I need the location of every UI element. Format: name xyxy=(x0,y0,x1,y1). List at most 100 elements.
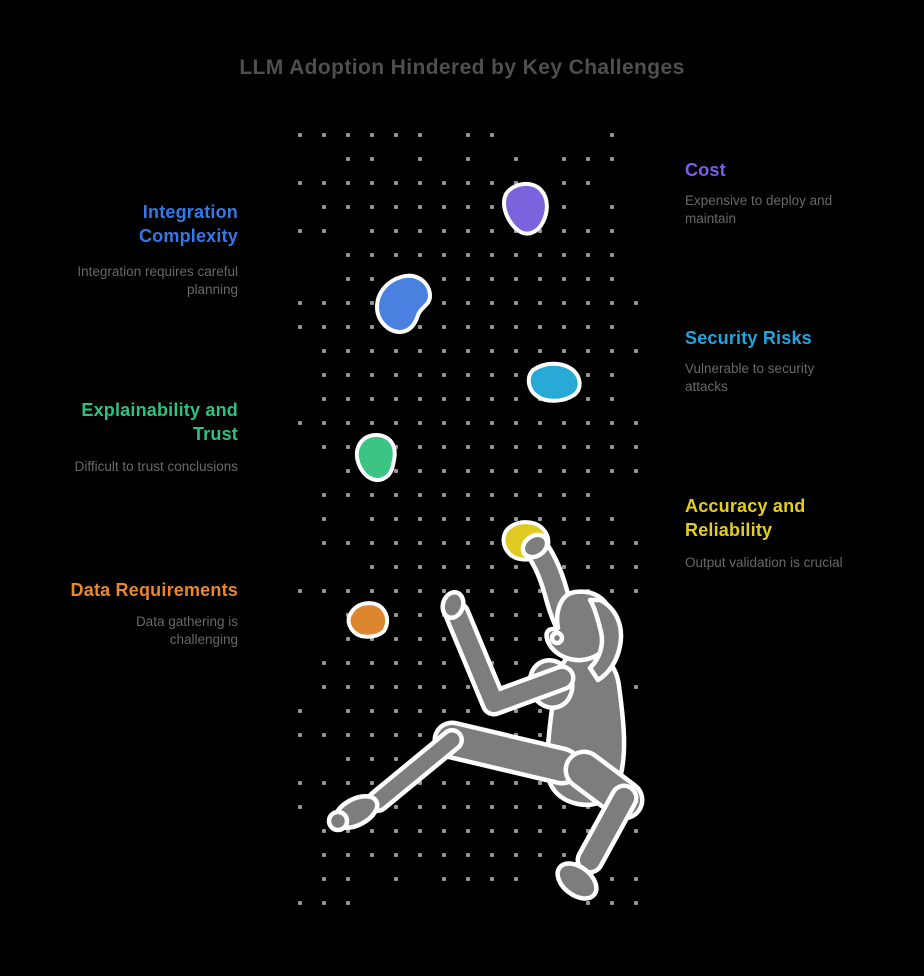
grid-dot xyxy=(418,613,422,617)
grid-dot xyxy=(442,229,446,233)
grid-dot xyxy=(466,829,470,833)
grid-dot xyxy=(514,661,518,665)
grid-dot xyxy=(346,421,350,425)
grid-dot xyxy=(442,349,446,353)
grid-dot xyxy=(298,181,302,185)
grid-dot xyxy=(514,613,518,617)
grid-dot xyxy=(490,637,494,641)
grid-dot xyxy=(586,349,590,353)
grid-dot xyxy=(610,373,614,377)
grid-dot xyxy=(490,301,494,305)
grid-dot xyxy=(418,133,422,137)
grid-dot xyxy=(394,517,398,521)
grid-dot xyxy=(394,829,398,833)
grid-dot xyxy=(394,493,398,497)
grid-dot xyxy=(514,469,518,473)
grid-dot xyxy=(490,469,494,473)
grid-dot xyxy=(418,445,422,449)
grid-dot xyxy=(562,157,566,161)
grid-dot xyxy=(418,181,422,185)
grid-dot xyxy=(418,829,422,833)
hold-cost xyxy=(502,181,549,236)
grid-dot xyxy=(610,325,614,329)
grid-dot xyxy=(562,181,566,185)
grid-dot xyxy=(418,373,422,377)
grid-dot xyxy=(562,205,566,209)
grid-dot xyxy=(346,829,350,833)
grid-dot xyxy=(490,541,494,545)
grid-dot xyxy=(610,253,614,257)
grid-dot xyxy=(562,805,566,809)
grid-dot xyxy=(370,757,374,761)
grid-dot xyxy=(466,565,470,569)
grid-dot xyxy=(538,517,542,521)
grid-dot xyxy=(514,397,518,401)
grid-dot xyxy=(634,685,638,689)
grid-dot xyxy=(298,325,302,329)
grid-dot xyxy=(370,685,374,689)
grid-dot xyxy=(394,349,398,353)
grid-dot xyxy=(490,589,494,593)
grid-dot xyxy=(562,565,566,569)
grid-dot xyxy=(442,661,446,665)
grid-dot xyxy=(442,373,446,377)
grid-dot xyxy=(418,709,422,713)
grid-dot xyxy=(562,493,566,497)
grid-dot xyxy=(538,229,542,233)
grid-dot xyxy=(394,253,398,257)
grid-dot xyxy=(634,565,638,569)
grid-dot xyxy=(370,181,374,185)
grid-dot xyxy=(370,133,374,137)
grid-dot xyxy=(562,301,566,305)
grid-dot xyxy=(370,517,374,521)
grid-dot xyxy=(418,349,422,353)
grid-dot xyxy=(370,709,374,713)
grid-dot xyxy=(490,853,494,857)
grid-dot xyxy=(514,493,518,497)
grid-dot xyxy=(394,469,398,473)
grid-dot xyxy=(586,493,590,497)
grid-dot xyxy=(610,445,614,449)
grid-dot xyxy=(370,229,374,233)
grid-dot xyxy=(346,277,350,281)
grid-dot xyxy=(466,781,470,785)
grid-dot xyxy=(490,253,494,257)
grid-dot xyxy=(514,517,518,521)
challenge-security-description: Vulnerable to security attacks xyxy=(685,361,815,394)
grid-dot xyxy=(394,445,398,449)
grid-dot xyxy=(418,589,422,593)
grid-dot xyxy=(466,805,470,809)
grid-dot xyxy=(322,877,326,881)
grid-dot xyxy=(538,493,542,497)
climber-left-thigh xyxy=(437,725,577,781)
grid-dot xyxy=(490,805,494,809)
grid-dot xyxy=(346,781,350,785)
grid-dot xyxy=(490,397,494,401)
grid-dot xyxy=(538,853,542,857)
grid-dot xyxy=(298,901,302,905)
grid-dot xyxy=(418,661,422,665)
grid-dot xyxy=(418,637,422,641)
grid-dot xyxy=(610,877,614,881)
grid-dot xyxy=(634,541,638,545)
grid-dot xyxy=(490,613,494,617)
grid-dot xyxy=(394,805,398,809)
grid-dot xyxy=(322,781,326,785)
grid-dot xyxy=(298,709,302,713)
grid-dot xyxy=(490,517,494,521)
grid-dot xyxy=(370,661,374,665)
grid-dot xyxy=(586,229,590,233)
grid-dot xyxy=(418,493,422,497)
grid-dot xyxy=(370,253,374,257)
grid-dot xyxy=(490,325,494,329)
hold-explainability-trust xyxy=(354,433,397,482)
grid-dot xyxy=(466,253,470,257)
grid-dot xyxy=(346,205,350,209)
grid-dot xyxy=(466,517,470,521)
grid-dot xyxy=(586,829,590,833)
grid-dot xyxy=(298,589,302,593)
grid-dot xyxy=(562,541,566,545)
grid-dot xyxy=(466,349,470,353)
grid-dot xyxy=(418,469,422,473)
